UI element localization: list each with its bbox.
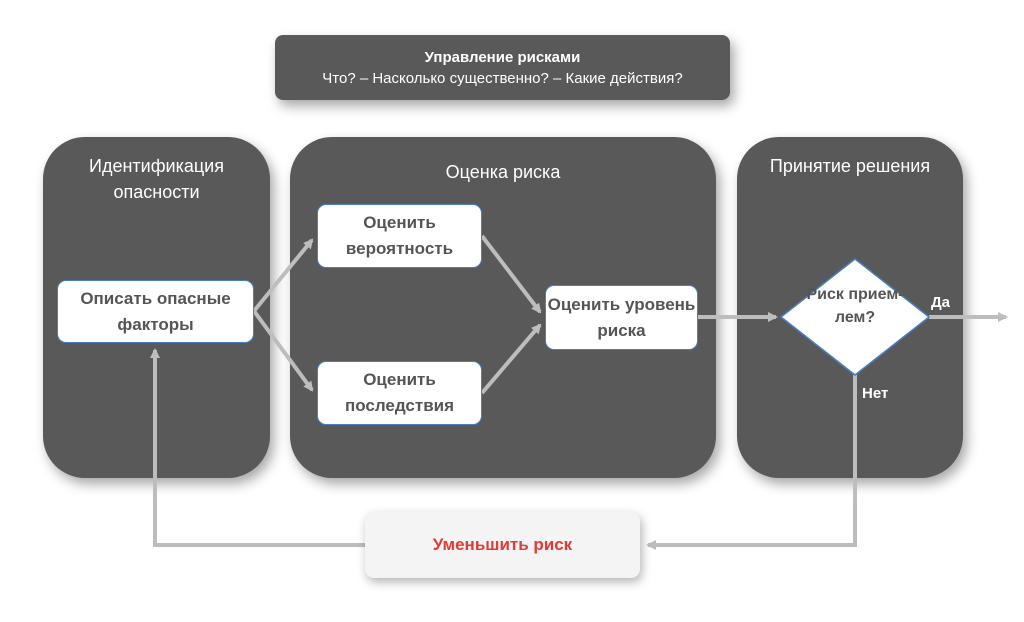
label-no: Нет bbox=[862, 385, 889, 402]
decision-text: Риск прием-лем? bbox=[806, 286, 904, 326]
node-assess-probability[interactable]: Оценить вероятность bbox=[317, 204, 482, 268]
header-title: Управление рисками bbox=[424, 48, 581, 66]
arrow-probability-to-level bbox=[480, 234, 542, 314]
panel-decision-title: Принятие решения bbox=[769, 156, 931, 176]
node-reduce-risk[interactable]: Уменьшить риск bbox=[365, 512, 640, 578]
arrow-describe-to-consequences bbox=[252, 309, 314, 392]
reduce-risk-label: Уменьшить риск bbox=[432, 535, 573, 554]
panel-identification-title: Идентификация опасности bbox=[89, 156, 224, 202]
decision-diamond bbox=[779, 258, 931, 376]
header-box: Управление рисками Что? – Насколько суще… bbox=[275, 35, 730, 100]
panel-assessment-title: Оценка риска bbox=[445, 162, 561, 182]
arrow-describe-to-probability bbox=[252, 238, 314, 313]
node-assess-risk-level[interactable]: Оценить уровень риска bbox=[545, 285, 698, 350]
label-yes: Да bbox=[931, 294, 951, 311]
header-subtitle: Что? – Насколько существенно? – Какие де… bbox=[322, 69, 683, 87]
node-assess-consequences[interactable]: Оценить последствия bbox=[317, 361, 482, 425]
node-describe-hazards[interactable]: Описать опасные факторы bbox=[57, 280, 254, 343]
arrow-no-to-reduce bbox=[646, 375, 857, 550]
arrow-consequences-to-level bbox=[480, 323, 542, 395]
arrow-reduce-to-describe bbox=[150, 348, 365, 547]
